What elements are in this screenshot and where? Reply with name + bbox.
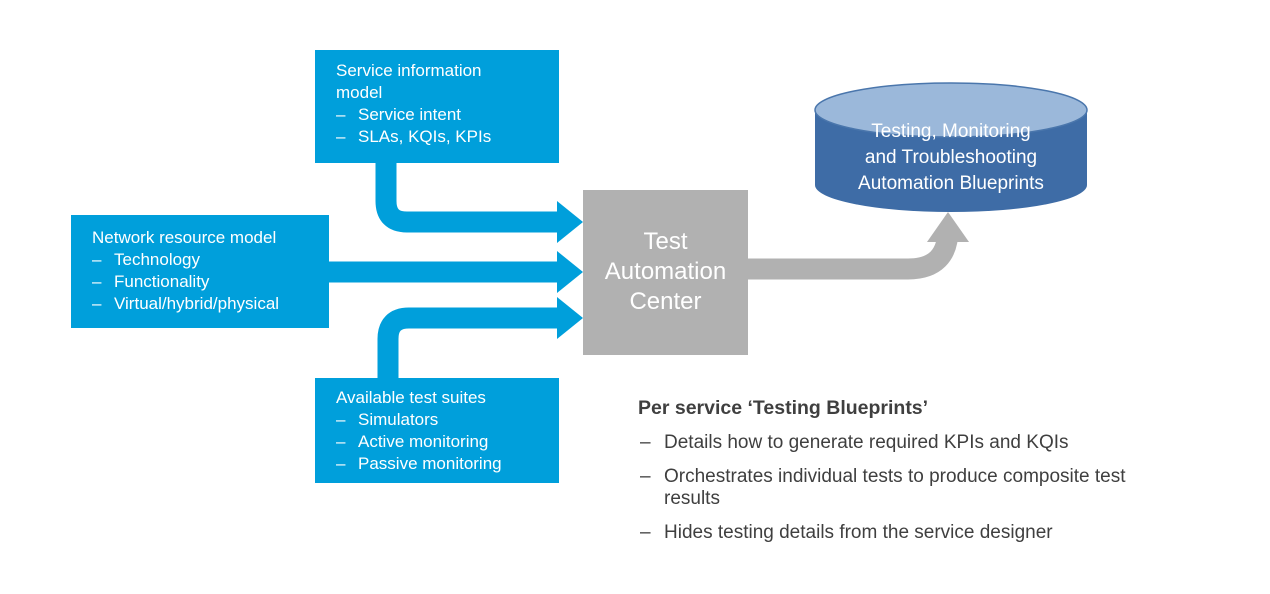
list-item-label: Hides testing details from the service d… — [664, 521, 1053, 543]
center-box-line: Test — [643, 228, 688, 255]
arrow-output-head-icon — [927, 212, 969, 242]
cylinder-label-line: Automation Blueprints — [858, 173, 1044, 194]
dash-bullet: – — [92, 272, 102, 291]
list-item: – Passive monitoring — [336, 453, 549, 475]
list-item-label: Technology — [114, 250, 201, 269]
center-box-line: Center — [629, 288, 702, 315]
dash-bullet: – — [92, 250, 102, 269]
list-item: – Orchestrates individual tests to produ… — [640, 466, 1170, 511]
cylinder-label: Testing, Monitoring and Troubleshooting … — [815, 119, 1087, 197]
list-item-label: Orchestrates individual tests to produce… — [664, 465, 1126, 510]
list-item: – Service intent — [336, 104, 524, 126]
list-item-label: Virtual/hybrid/physical — [114, 294, 280, 313]
arrow-service-info-shaft — [375, 160, 557, 233]
list-item-label: Simulators — [358, 410, 439, 429]
dash-bullet: – — [336, 127, 346, 146]
dash-bullet: – — [640, 465, 651, 487]
test-automation-center-box: Test Automation Center — [583, 190, 748, 355]
arrow-test-suites-head-icon — [557, 297, 583, 339]
list-item-label: Active monitoring — [358, 432, 489, 451]
list-item-label: Details how to generate required KPIs an… — [664, 432, 1069, 453]
list-item: – Technology — [92, 249, 319, 271]
cylinder-label-line: Testing, Monitoring — [871, 121, 1031, 142]
available-test-suites-box: Available test suites – Simulators – Act… — [315, 378, 559, 483]
list-item: – SLAs, KQIs, KPIs — [336, 126, 524, 148]
dash-bullet: – — [336, 410, 346, 429]
service-information-model-title: Service information model — [336, 61, 487, 102]
list-item: – Functionality — [92, 271, 319, 293]
dash-bullet: – — [640, 521, 651, 543]
list-item: – Simulators — [336, 409, 549, 431]
list-item-label: SLAs, KQIs, KPIs — [358, 127, 492, 146]
list-item-label: Passive monitoring — [358, 454, 502, 473]
database-cylinder-icon — [814, 82, 1088, 212]
notes-heading: Per service ‘Testing Blueprints’ — [638, 397, 929, 419]
arrow-test-suites-shaft — [377, 307, 557, 381]
arrow-network-resource-head-icon — [557, 251, 583, 293]
arrow-service-info-head-icon — [557, 201, 583, 243]
arrow-output-shaft — [748, 228, 959, 280]
dash-bullet: – — [640, 432, 651, 453]
network-resource-model-box: Network resource model – Technology – Fu… — [71, 215, 329, 328]
list-item-label: Service intent — [358, 105, 461, 124]
service-information-model-box: Service information model – Service inte… — [315, 50, 559, 163]
available-test-suites-title: Available test suites — [336, 388, 486, 407]
dash-bullet: – — [336, 105, 346, 124]
notes-bullet-list: – Details how to generate required KPIs … — [640, 432, 1170, 555]
dash-bullet: – — [336, 432, 346, 451]
cylinder-label-line: and Troubleshooting — [864, 147, 1038, 168]
list-item: – Virtual/hybrid/physical — [92, 293, 319, 315]
list-item-label: Functionality — [114, 272, 210, 291]
dash-bullet: – — [336, 454, 346, 473]
center-box-line: Automation — [604, 258, 727, 285]
list-item: – Hides testing details from the service… — [640, 522, 1170, 545]
network-resource-model-title: Network resource model — [92, 228, 277, 247]
list-item: – Active monitoring — [336, 431, 549, 453]
dash-bullet: – — [92, 294, 102, 313]
list-item: – Details how to generate required KPIs … — [640, 432, 1170, 455]
